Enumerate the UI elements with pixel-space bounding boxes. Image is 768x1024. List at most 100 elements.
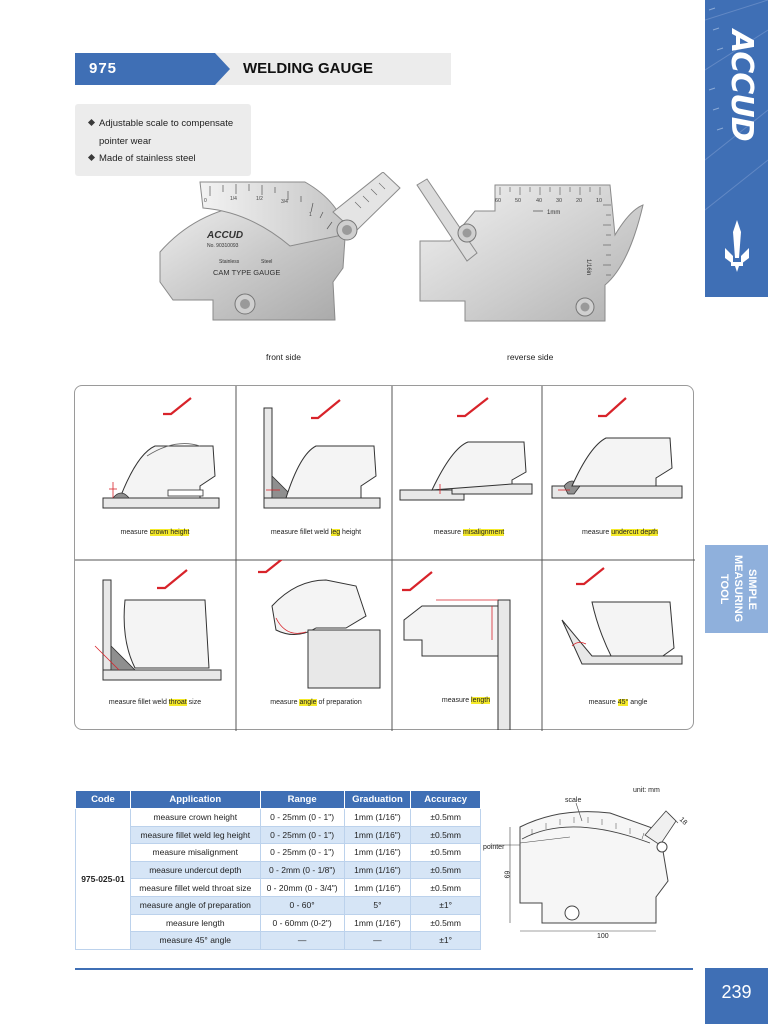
front-side-caption: front side — [266, 352, 301, 362]
feature-list: Adjustable scale to compensate pointer w… — [75, 104, 251, 176]
check-mark-icon — [457, 397, 489, 418]
reverse-side-caption: reverse side — [507, 352, 554, 362]
caliper-icon — [725, 220, 749, 272]
usage-caption-throat-size: measure fillet weld throat size — [108, 699, 202, 706]
reverse-scale-number: 50 — [515, 198, 521, 204]
accuracy-cell: ±0.5mm — [410, 808, 481, 827]
graduation-cell: 5° — [343, 895, 412, 915]
svg-text:0: 0 — [204, 198, 207, 204]
reverse-inch-label: 1/16in — [585, 259, 591, 275]
specification-table: Code Application Range Graduation Accura… — [75, 790, 481, 950]
usage-caption-crown-height: measure crown height — [120, 529, 190, 536]
check-mark-icon — [598, 397, 627, 418]
product-code: 975 — [89, 60, 118, 77]
usage-caption-misalignment: measure misalignment — [433, 529, 505, 536]
table-row: 975-025-01 measure crown height 0 - 25mm… — [75, 808, 481, 950]
graduation-cell: 1mm (1/16") — [343, 860, 412, 880]
bullet-icon — [87, 153, 96, 162]
sidebar-spacer — [705, 297, 768, 545]
svg-text:3/4: 3/4 — [281, 199, 288, 205]
check-mark-icon — [311, 399, 341, 420]
accuracy-cell: ±0.5mm — [410, 913, 481, 933]
product-title: WELDING GAUGE — [243, 60, 373, 77]
column-header: Application — [129, 790, 261, 809]
scale-label: scale — [565, 797, 582, 804]
height-dimension: 69 — [502, 870, 510, 879]
check-mark-icon — [258, 560, 283, 574]
range-cell: 0 - 20mm (0 - 3/4") — [259, 878, 345, 897]
application-cell: measure length — [129, 913, 261, 933]
usage-caption-leg-height: measure fillet weld leg height — [270, 529, 362, 536]
check-mark-icon — [402, 571, 433, 592]
graduation-cell: 1mm (1/16") — [343, 878, 412, 897]
usage-illustration-throat-size — [94, 569, 222, 681]
sidebar-section-label: SIMPLE MEASURING TOOL — [718, 555, 758, 623]
application-cell: measure angle of preparation — [129, 895, 261, 915]
accuracy-cell: ±1° — [410, 895, 481, 915]
application-cell: measure misalignment — [129, 843, 261, 862]
code-tab-arrow-shape — [75, 53, 230, 85]
accuracy-cell: ±1° — [410, 931, 481, 950]
table-row: measure length 0 - 60mm (0-2") 1mm (1/16… — [76, 913, 481, 933]
reverse-scale-number: 20 — [576, 198, 582, 204]
dimension-drawing: unit: mm scale pointer 100 69 18 — [480, 785, 700, 945]
usage-caption-45-angle: measure 45° angle — [588, 699, 648, 706]
svg-text:1/4: 1/4 — [230, 196, 237, 202]
width-dimension: 100 — [597, 933, 609, 940]
graduation-cell: — — [343, 931, 412, 950]
column-header: Range — [259, 790, 345, 809]
range-cell: 0 - 25mm (0 - 1") — [259, 825, 345, 845]
usage-illustration-panel: measure crown height measure fillet weld… — [74, 385, 695, 731]
front-material-right: Steel — [261, 259, 272, 265]
usage-illustration-undercut-depth — [551, 397, 683, 499]
usage-caption-length: measure length — [441, 697, 491, 704]
application-cell: measure crown height — [129, 808, 261, 827]
table-row: measure 45° angle — — ±1° — [76, 931, 481, 950]
sidebar-brand-panel: ACCUD — [705, 0, 768, 297]
front-model-text: CAM TYPE GAUGE — [213, 268, 280, 277]
svg-text:1/2: 1/2 — [256, 196, 263, 202]
usage-illustration-45-angle — [561, 567, 683, 665]
accuracy-cell: ±0.5mm — [410, 825, 481, 845]
feature-item: Adjustable scale to compensate — [87, 116, 233, 132]
product-code-cell: 975-025-01 — [75, 808, 131, 950]
front-material-left: Stainless — [219, 259, 240, 265]
front-brand-text: ACCUD — [206, 230, 243, 241]
usage-caption-angle-of-preparation: measure angle of preparation — [270, 699, 362, 706]
graduation-cell: 1mm (1/16") — [343, 843, 412, 862]
check-mark-icon — [576, 567, 605, 586]
gauge-reverse-photo: 60 50 40 30 20 10 1mm 1/16in — [416, 178, 644, 322]
table-row: measure fillet weld leg height 0 - 25mm … — [76, 825, 481, 845]
feature-item-continued: pointer wear — [99, 136, 152, 147]
graduation-cell: 1mm (1/16") — [343, 913, 412, 933]
usage-caption-undercut-depth: measure undercut depth — [582, 529, 658, 536]
usage-grid-lines — [75, 386, 695, 731]
usage-illustration-leg-height — [263, 399, 381, 509]
unit-label: unit: mm — [633, 787, 660, 794]
table-row: measure angle of preparation 0 - 60° 5° … — [76, 895, 481, 915]
application-cell: measure 45° angle — [129, 931, 261, 950]
ruler-background-graphic — [705, 0, 768, 211]
reverse-scale-number: 30 — [556, 198, 562, 204]
page-number: 239 — [721, 982, 752, 1002]
column-header: Code — [75, 790, 131, 809]
reverse-scale-number: 10 — [596, 198, 602, 204]
pointer-label: pointer — [483, 844, 505, 851]
table-row: measure fillet weld throat size 0 - 20mm… — [76, 878, 481, 897]
front-serial-text: No. 90310093 — [207, 243, 239, 249]
product-code-tab: 975 — [75, 53, 230, 85]
reverse-scale-number: 60 — [495, 198, 501, 204]
sidebar-section-tab[interactable]: SIMPLE MEASURING TOOL — [705, 545, 768, 633]
range-cell: — — [259, 931, 345, 950]
range-cell: 0 - 25mm (0 - 1") — [259, 843, 345, 862]
usage-illustration-angle-of-preparation — [258, 560, 381, 689]
application-cell: measure undercut depth — [129, 860, 261, 880]
usage-illustration-length — [402, 571, 511, 730]
accuracy-cell: ±0.5mm — [410, 860, 481, 880]
range-cell: 0 - 60mm (0-2") — [259, 913, 345, 933]
range-cell: 0 - 25mm (0 - 1") — [259, 808, 345, 827]
range-cell: 0 - 2mm (0 - 1/8") — [259, 860, 345, 880]
graduation-cell: 1mm (1/16") — [343, 808, 412, 827]
page-number-tab: 239 — [705, 968, 768, 1024]
